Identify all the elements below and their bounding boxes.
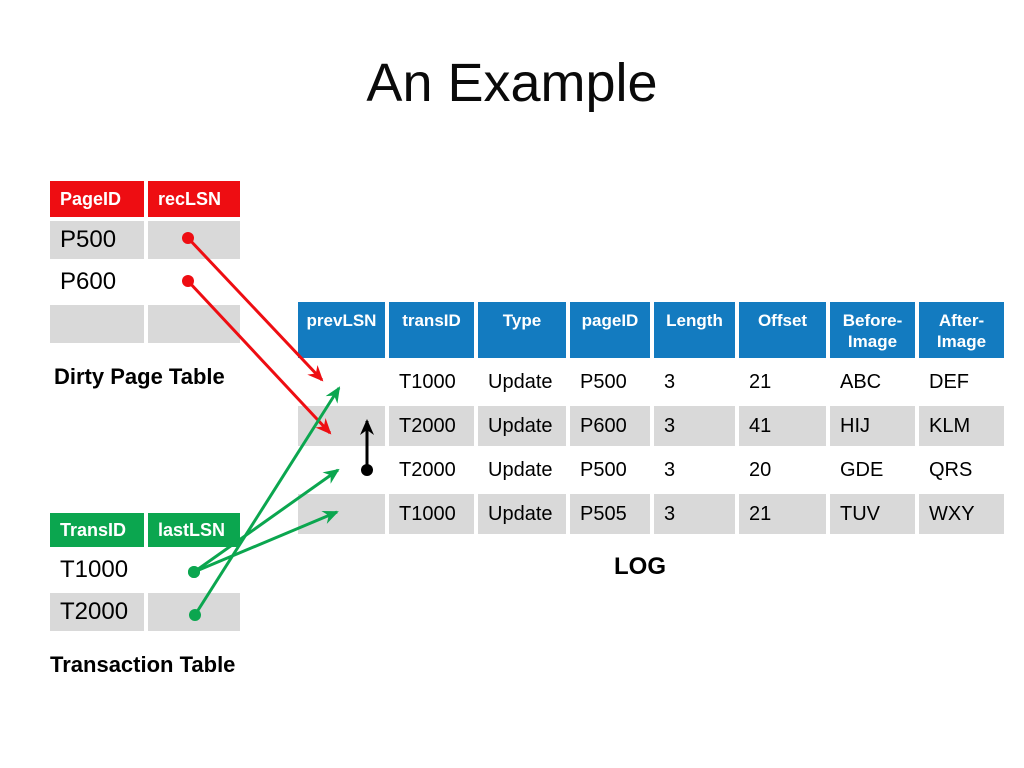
log-cell-r3-length: 3 [654, 450, 735, 490]
log-cell-r2-transid: T2000 [389, 406, 474, 446]
dirty-page-table-cell-pageid-r2: P600 [50, 263, 144, 301]
log-header-offset: Offset [739, 302, 826, 358]
dirty-page-table-cell-pageid-r3 [50, 305, 144, 343]
log-cell-r2-after: KLM [919, 406, 1004, 446]
log-cell-r3-type: Update [478, 450, 566, 490]
log-cell-r2-prevlsn [298, 406, 385, 446]
log-cell-r4-prevlsn [298, 494, 385, 534]
dirty-page-table-caption: Dirty Page Table [54, 364, 225, 389]
log-cell-r3-before: GDE [830, 450, 915, 490]
dirty-page-table-cell-reclsn-r1 [148, 221, 240, 259]
log-header-pageid: pageID [570, 302, 650, 358]
log-cell-r4-before: TUV [830, 494, 915, 534]
transaction-table-cell-lastlsn-r2 [148, 593, 240, 631]
log-cell-r1-transid: T1000 [389, 362, 474, 402]
log-header-transid: transID [389, 302, 474, 358]
log-cell-r1-offset: 21 [739, 362, 826, 402]
dirty-page-table-header-pageid: PageID [50, 181, 144, 217]
log-cell-r4-after: WXY [919, 494, 1004, 534]
log-header-after-image: After- Image [919, 302, 1004, 358]
dirty-page-table-cell-reclsn-r3 [148, 305, 240, 343]
log-cell-r2-length: 3 [654, 406, 735, 446]
dirty-page-table-header-reclsn: recLSN [148, 181, 240, 217]
log-header-before-image: Before- Image [830, 302, 915, 358]
log-header-prevlsn: prevLSN [298, 302, 385, 358]
log-cell-r2-offset: 41 [739, 406, 826, 446]
log-header-type: Type [478, 302, 566, 358]
log-table: prevLSN transID Type pageID Length Offse… [298, 302, 1004, 534]
dirty-page-table-cell-reclsn-r2 [148, 263, 240, 301]
log-cell-r4-offset: 21 [739, 494, 826, 534]
transaction-table-cell-transid-r1: T1000 [50, 551, 144, 589]
log-cell-r3-after: QRS [919, 450, 1004, 490]
transaction-table: TransID lastLSN T1000 T2000 [50, 513, 240, 631]
log-cell-r2-type: Update [478, 406, 566, 446]
transaction-table-header-transid: TransID [50, 513, 144, 547]
log-cell-r3-offset: 20 [739, 450, 826, 490]
log-cell-r3-pageid: P500 [570, 450, 650, 490]
log-caption: LOG [614, 553, 666, 580]
transaction-table-caption: Transaction Table [50, 652, 236, 677]
transaction-table-cell-transid-r2: T2000 [50, 593, 144, 631]
dirty-page-table: PageID recLSN P500 P600 [50, 181, 240, 343]
log-cell-r3-prevlsn [298, 450, 385, 490]
log-cell-r1-after: DEF [919, 362, 1004, 402]
log-cell-r4-transid: T1000 [389, 494, 474, 534]
log-cell-r1-length: 3 [654, 362, 735, 402]
log-cell-r2-pageid: P600 [570, 406, 650, 446]
log-cell-r3-transid: T2000 [389, 450, 474, 490]
transaction-table-header-lastlsn: lastLSN [148, 513, 240, 547]
log-cell-r1-pageid: P500 [570, 362, 650, 402]
log-cell-r2-before: HIJ [830, 406, 915, 446]
log-cell-r1-before: ABC [830, 362, 915, 402]
log-cell-r4-type: Update [478, 494, 566, 534]
slide-title: An Example [366, 53, 658, 113]
log-cell-r1-type: Update [478, 362, 566, 402]
log-cell-r4-pageid: P505 [570, 494, 650, 534]
log-cell-r1-prevlsn [298, 362, 385, 402]
log-header-length: Length [654, 302, 735, 358]
transaction-table-cell-lastlsn-r1 [148, 551, 240, 589]
dirty-page-table-cell-pageid-r1: P500 [50, 221, 144, 259]
log-cell-r4-length: 3 [654, 494, 735, 534]
